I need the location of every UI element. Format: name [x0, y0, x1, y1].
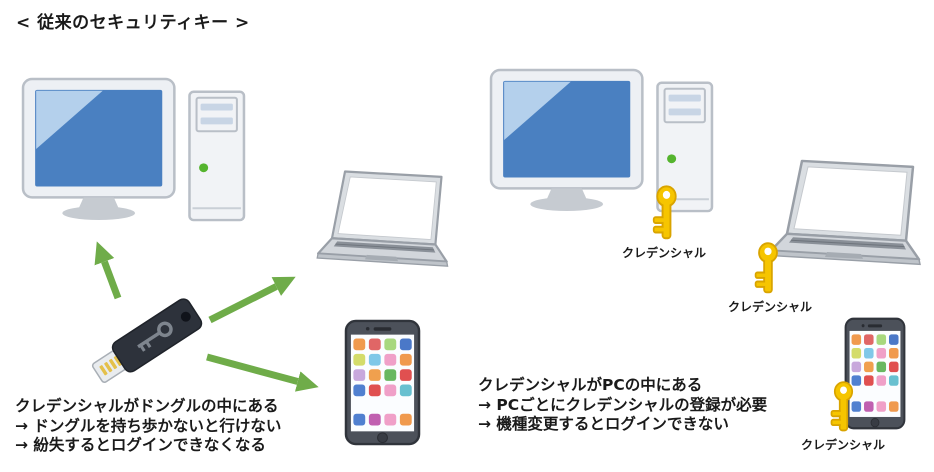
right-caption: クレデンシャルがPCの中にある → PCごとにクレデンシャルの登録が必要 → 機…: [478, 376, 767, 435]
arrow-to-desktop-icon: [94, 241, 122, 300]
dongle-arrows: [94, 241, 319, 392]
right-caption-line2: → PCごとにクレデンシャルの登録が必要: [478, 395, 768, 414]
laptop-right-illustration: [768, 159, 922, 266]
credential-key-pc-icon: [652, 185, 677, 240]
arrow-to-smartphone-icon: [206, 353, 319, 392]
credential-key-laptop-icon: [754, 242, 778, 294]
desktop-pc-left-illustration: [21, 77, 246, 222]
credential-label-phone: クレデンシャル: [800, 438, 885, 452]
arrow-to-laptop-icon: [208, 276, 296, 324]
left-caption: クレデンシャルがドングルの中にある → ドングルを持ち歩かないと行けない → 紛…: [15, 397, 281, 456]
smartphone-left-illustration: [344, 319, 421, 446]
page-title: < 従来のセキュリティキー >: [16, 13, 250, 33]
right-caption-line3: → 機種変更するとログインできない: [478, 415, 729, 433]
right-caption-line1: クレデンシャルがPCの中にある: [478, 376, 703, 394]
credential-label-laptop: クレデンシャル: [727, 300, 812, 314]
left-caption-line2: → ドングルを持ち歩かないと行けない: [15, 416, 282, 435]
left-caption-line1: クレデンシャルがドングルの中にある: [15, 397, 279, 415]
credential-label-pc: クレデンシャル: [621, 246, 706, 260]
credential-key-phone-icon: [830, 381, 854, 432]
left-caption-line3: → 紛失するとログインできなくなる: [15, 436, 266, 454]
